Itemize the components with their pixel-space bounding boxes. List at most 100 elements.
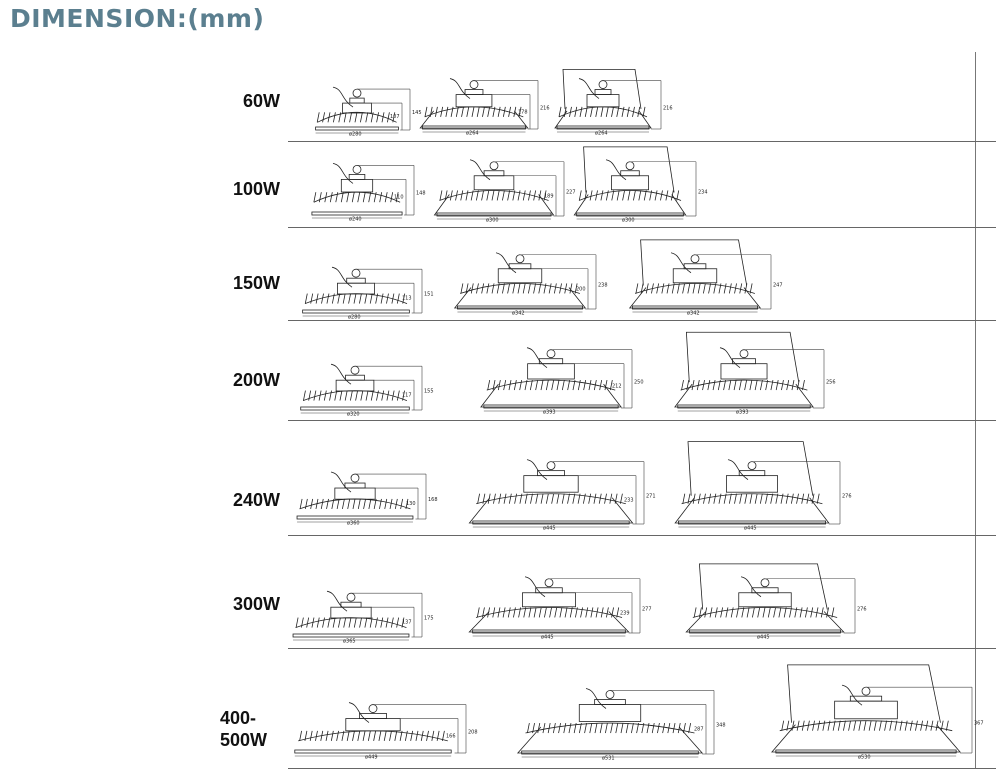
wattage-label: 60W bbox=[242, 91, 280, 111]
fin-line bbox=[439, 190, 443, 201]
fin-line bbox=[470, 283, 474, 294]
fin-line bbox=[368, 498, 372, 509]
hook-ring bbox=[489, 161, 499, 171]
fin-line bbox=[544, 607, 547, 618]
row-separator bbox=[288, 768, 996, 769]
hook-ring bbox=[350, 365, 360, 375]
base-plate bbox=[457, 305, 583, 310]
dimension-lines bbox=[293, 592, 423, 641]
fin-line bbox=[767, 607, 771, 618]
housing-curve bbox=[475, 607, 623, 618]
fin-line bbox=[579, 106, 583, 117]
fin-line bbox=[348, 617, 352, 628]
dimension-lines bbox=[294, 704, 467, 757]
fin-line bbox=[295, 617, 299, 628]
heatsink-fins bbox=[477, 493, 623, 504]
fin-line bbox=[336, 730, 340, 741]
mounting-bracket bbox=[787, 664, 941, 723]
diameter-label: ø365 bbox=[343, 639, 356, 645]
fin-line bbox=[633, 190, 636, 201]
fin-line bbox=[683, 722, 686, 734]
lamp-outline bbox=[685, 563, 845, 634]
fin-line bbox=[781, 720, 785, 731]
diameter-label: ø393 bbox=[543, 410, 556, 416]
fin-line bbox=[853, 720, 857, 731]
fin-line bbox=[707, 380, 711, 391]
total-height-label: 208 bbox=[468, 729, 478, 735]
fin-line bbox=[556, 493, 560, 504]
housing-curve bbox=[578, 190, 682, 201]
driver-box bbox=[334, 487, 376, 500]
fin-line bbox=[503, 493, 507, 504]
fin-line bbox=[340, 192, 344, 203]
fin-line bbox=[347, 498, 351, 509]
fin-line bbox=[744, 493, 748, 504]
fin-line bbox=[622, 190, 625, 201]
fin-line bbox=[739, 493, 743, 504]
fin-line bbox=[765, 493, 768, 504]
fin-line bbox=[868, 720, 872, 731]
power-cable bbox=[469, 159, 491, 181]
fin-line bbox=[744, 380, 748, 391]
dimension-lines bbox=[632, 254, 772, 313]
total-height-label: 247 bbox=[773, 282, 783, 288]
fin-line bbox=[796, 493, 799, 504]
lamp-outline bbox=[311, 163, 403, 216]
fin-line bbox=[471, 106, 475, 117]
diameter-label: ø445 bbox=[757, 635, 770, 641]
fin-line bbox=[590, 607, 594, 618]
row-separator bbox=[288, 141, 996, 142]
inner-height-label: 166 bbox=[446, 733, 456, 739]
fin-line bbox=[303, 390, 306, 401]
fin-line bbox=[589, 722, 593, 734]
total-height-label: 216 bbox=[540, 105, 550, 111]
fin-line bbox=[493, 493, 496, 504]
fin-line bbox=[580, 607, 583, 618]
driver-box bbox=[586, 94, 620, 108]
fin-line bbox=[594, 722, 598, 734]
fin-line bbox=[692, 493, 696, 504]
fin-line bbox=[651, 722, 655, 734]
total-height-label: 276 bbox=[842, 493, 852, 499]
fin-line bbox=[304, 498, 308, 509]
diameter-label: ø280 bbox=[349, 132, 362, 138]
fin-line bbox=[598, 493, 602, 504]
dimension-lines bbox=[422, 80, 539, 133]
fin-line bbox=[394, 498, 398, 509]
inner-height-label: 239 bbox=[620, 610, 630, 616]
fin-line bbox=[616, 190, 620, 201]
base-plate bbox=[296, 515, 414, 520]
total-height-label: 256 bbox=[826, 379, 836, 385]
fin-line bbox=[318, 192, 322, 203]
lamp-outline bbox=[294, 702, 452, 754]
hook-ring bbox=[605, 690, 615, 699]
driver-cap bbox=[538, 358, 564, 365]
driver-box bbox=[578, 704, 642, 722]
power-cable bbox=[670, 252, 692, 274]
fin-line bbox=[704, 607, 708, 618]
fin-line bbox=[858, 720, 862, 731]
fin-line bbox=[436, 730, 440, 741]
fin-line bbox=[342, 498, 345, 509]
fin-line bbox=[638, 190, 642, 201]
heatsink-fins bbox=[299, 498, 409, 509]
fin-line bbox=[661, 283, 665, 294]
mounting-bracket bbox=[640, 239, 748, 286]
fin-line bbox=[720, 607, 724, 618]
diameter-label: ø393 bbox=[736, 410, 749, 416]
fin-line bbox=[551, 493, 555, 504]
fin-line bbox=[465, 190, 469, 201]
dimension-lines bbox=[775, 686, 973, 757]
inner-height-label: 130 bbox=[406, 501, 416, 507]
driver-box bbox=[523, 475, 579, 493]
fin-line bbox=[357, 730, 361, 741]
fin-line bbox=[476, 607, 480, 618]
fin-line bbox=[533, 607, 537, 618]
heatsink-fins bbox=[460, 283, 578, 294]
fin-line bbox=[553, 283, 557, 294]
hook-ring bbox=[861, 686, 871, 696]
fin-line bbox=[329, 390, 332, 401]
fin-line bbox=[384, 498, 388, 509]
power-cable bbox=[348, 702, 370, 723]
